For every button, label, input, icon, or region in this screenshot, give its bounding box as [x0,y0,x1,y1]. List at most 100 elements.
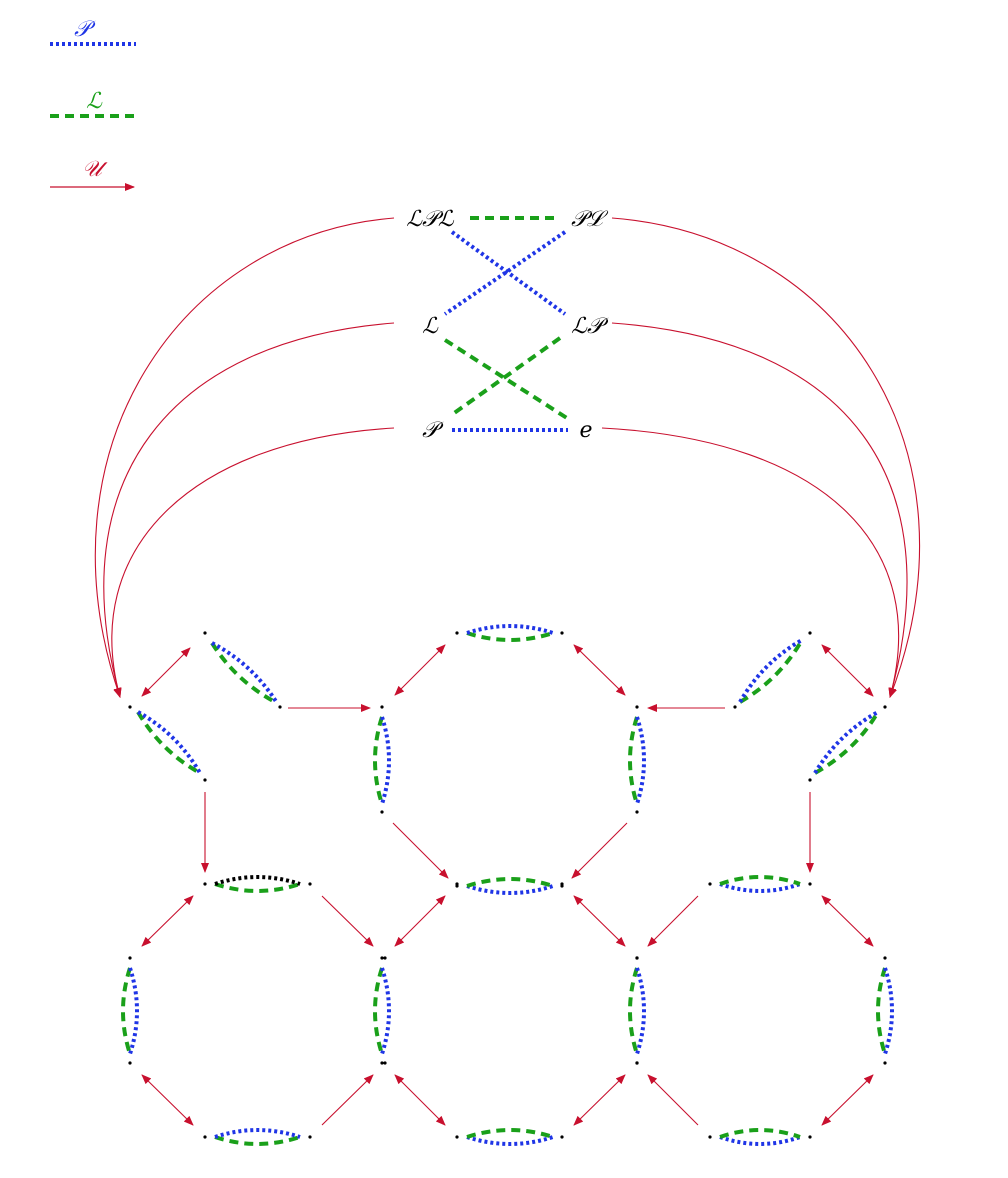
vertex-dot [278,705,282,709]
lens-edge [128,967,139,1055]
vertex-dot [383,1061,387,1065]
vertex-dot [455,882,459,886]
lens-edge [137,710,202,775]
u-arrow [647,1074,699,1126]
lens-edge [883,967,894,1055]
u-double-arrow [821,644,874,697]
vertex-dot [560,1135,564,1139]
u-double-arrow [394,1074,446,1126]
vertex-dot [203,1135,207,1139]
lens-edge [628,967,639,1055]
lens-edge [214,1128,301,1139]
u-double-arrow [141,895,194,947]
u-double-arrow [394,644,446,696]
vertex-dot [883,705,887,709]
u-arrow-l [103,322,395,698]
vertex-dot [808,1135,812,1139]
u-double-arrow [141,647,191,697]
lens-edge [210,641,278,705]
node-lpl: ℒ𝒫ℒ [406,207,455,232]
lens-edge [373,716,384,805]
vertex-dot [808,778,812,782]
lens-edge [373,967,384,1055]
node-l: ℒ [422,314,439,339]
lens-edge [380,716,391,805]
vertex-dot [635,705,639,709]
edge-l-e [443,338,572,422]
lens-edge [814,710,880,775]
vertex-dot [128,1061,132,1065]
vertex-dot [308,882,312,886]
vertex-dot [455,1135,459,1139]
lens-edge [466,1135,554,1146]
vertex-dot [383,956,387,960]
edge-pl-l [443,230,567,316]
lens-edge [466,631,554,642]
lens-edge [813,710,879,775]
u-arrow-lp [611,322,908,698]
lens-edge [719,875,801,886]
vertex-dot [708,1135,712,1139]
u-double-arrow [573,1074,626,1126]
vertex-dot [733,705,737,709]
vertex-dot [128,705,132,709]
lattice [121,624,894,1146]
u-double-arrow [573,644,626,696]
vertex-dot [455,631,459,635]
lens-edge [719,882,801,893]
vertex-dot [203,882,207,886]
lens-edge [635,967,646,1055]
u-double-arrow [821,895,874,947]
u-arrow-e [601,427,900,698]
u-double-arrow [141,1074,194,1126]
vertex-dot [380,1061,384,1065]
u-arrow [647,895,699,947]
vertex-dot [380,705,384,709]
u-arrows-long [94,217,921,698]
lens-edge [635,716,646,805]
node-pl: 𝒫ℒ [571,207,609,232]
vertex-dot [203,778,207,782]
lens-edge [214,1135,301,1146]
lens-edge [211,641,279,705]
u-arrow [321,1074,374,1126]
edge-lpl-lp [450,230,567,316]
vertex-dot [635,1061,639,1065]
lens-edge [738,638,803,703]
u-double-arrow [394,895,446,947]
vertex-dot [808,631,812,635]
node-lp: ℒ𝒫 [571,314,609,339]
vertex-dot [308,1135,312,1139]
vertex-dot [635,810,639,814]
lens-edge [466,624,554,635]
lens-edge [466,884,554,895]
legend-p-label: 𝒫 [74,17,96,42]
vertex-dot [560,882,564,886]
vertex-dot [708,882,712,886]
u-arrow-lpl [94,217,395,698]
lens-edge [136,710,201,775]
vertex-dot [883,956,887,960]
u-arrow [571,822,628,879]
vertex-dot [380,810,384,814]
lens-edge [628,716,639,805]
u-arrow-p [111,427,395,698]
node-e: e [579,418,592,443]
u-arrow [392,822,449,879]
lens-edge [214,882,301,893]
legend-u-label: 𝒰 [82,157,108,182]
vertex-dot [635,956,639,960]
lens-edge [876,967,887,1055]
lens-edge [719,1128,801,1139]
u-double-arrow [573,895,626,947]
lens-edge [719,1135,801,1146]
vertex-dot [808,882,812,886]
lens-edge [380,967,391,1055]
vertex-dot [560,631,564,635]
lens-edge [466,1128,554,1139]
node-p: 𝒫 [422,418,444,443]
vertex-dot [203,631,207,635]
vertex-dot [380,956,384,960]
legend: 𝒫 ℒ 𝒰 [50,17,136,191]
